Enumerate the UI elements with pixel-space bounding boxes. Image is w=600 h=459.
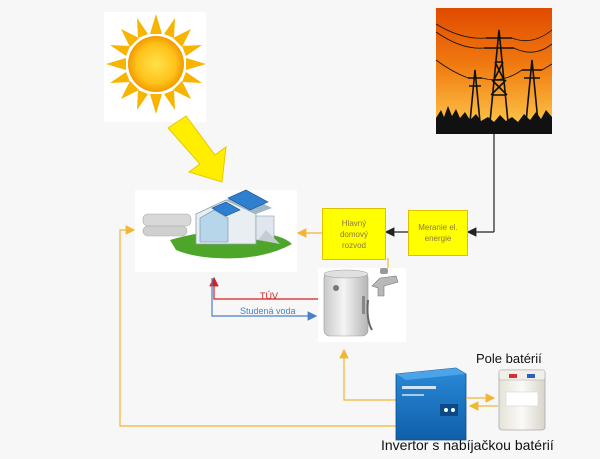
hot-water-label: TÚV [260, 291, 278, 301]
inverter-to-boiler-line [339, 348, 396, 401]
cold-water-line [211, 278, 318, 321]
power-pylon-icon [435, 8, 553, 134]
inverter-label: Invertor s nabíjačkou batérií [381, 437, 554, 453]
main-distribution-label-2: domový [339, 229, 368, 239]
hot-water-line [209, 276, 318, 300]
inverter-icon [395, 367, 467, 441]
main-distribution-label-1: Hlavný [341, 218, 367, 228]
main-distribution-box: Hlavný domový rozvod [322, 208, 386, 260]
grid-feed-line [466, 134, 495, 237]
water-heater-icon [318, 268, 406, 342]
solar-house-icon [135, 189, 297, 272]
energy-meter-box: Meranie el. energie [408, 210, 468, 256]
sun-arrow [167, 115, 227, 183]
meter-label-2: energie [424, 234, 452, 243]
faucet-icon [366, 268, 399, 331]
battery-bank-label: Pole batérií [476, 351, 542, 366]
inverter-house-power-loop [119, 225, 396, 427]
sun-icon [104, 12, 206, 122]
meter-label-1: Meranie el. [418, 223, 458, 232]
main-distribution-label-3: rozvod [341, 240, 366, 250]
inverter-battery-link [466, 393, 498, 411]
cold-water-label: Studená voda [240, 306, 296, 316]
battery-icon [498, 369, 546, 431]
